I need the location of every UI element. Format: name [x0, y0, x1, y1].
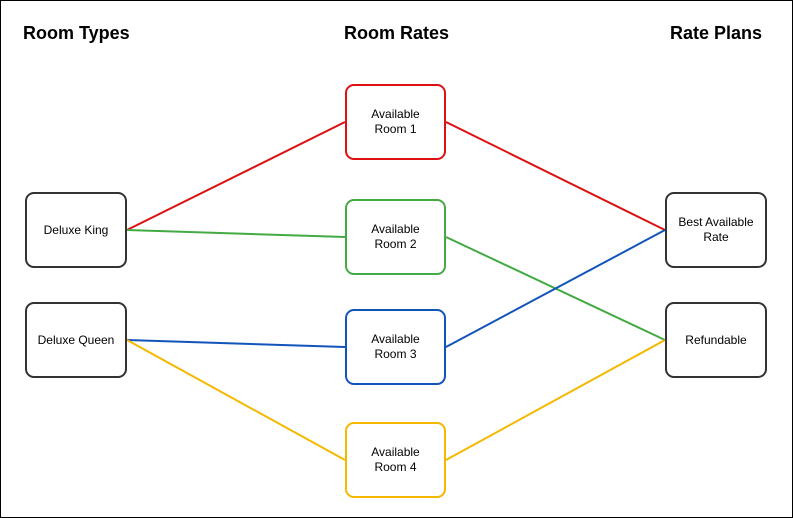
node-label: Best Available Rate [678, 215, 754, 244]
connector-deluxe_king-to-room2 [126, 229, 346, 238]
connector-deluxe_queen-to-room4 [126, 339, 346, 461]
connector-room3-to-best_available_rate [445, 229, 666, 348]
node-label: Deluxe King [43, 222, 109, 237]
connector-deluxe_king-to-room1 [126, 121, 346, 231]
node-available-room-1: Available Room 1 [345, 84, 446, 160]
node-label: Available Room 3 [371, 332, 420, 361]
node-deluxe-queen: Deluxe Queen [25, 302, 127, 378]
node-available-room-2: Available Room 2 [345, 199, 446, 275]
connector-room4-to-refundable [445, 339, 666, 461]
node-available-room-3: Available Room 3 [345, 309, 446, 385]
node-refundable: Refundable [665, 302, 767, 378]
node-label: Available Room 1 [371, 107, 420, 136]
node-label: Refundable [685, 332, 747, 347]
room-rates-heading: Room Rates [344, 23, 450, 43]
node-deluxe-king: Deluxe King [25, 192, 127, 268]
node-label: Deluxe Queen [37, 332, 115, 347]
node-best-available-rate: Best Available Rate [665, 192, 767, 268]
room-types-heading: Room Types [23, 23, 130, 43]
node-label: Available Room 2 [371, 222, 420, 251]
node-label: Available Room 4 [371, 445, 420, 474]
connector-room1-to-best_available_rate [445, 121, 666, 231]
rate-plans-heading: Rate Plans [670, 23, 763, 43]
connector-deluxe_queen-to-room3 [126, 339, 346, 348]
node-available-room-4: Available Room 4 [345, 422, 446, 498]
